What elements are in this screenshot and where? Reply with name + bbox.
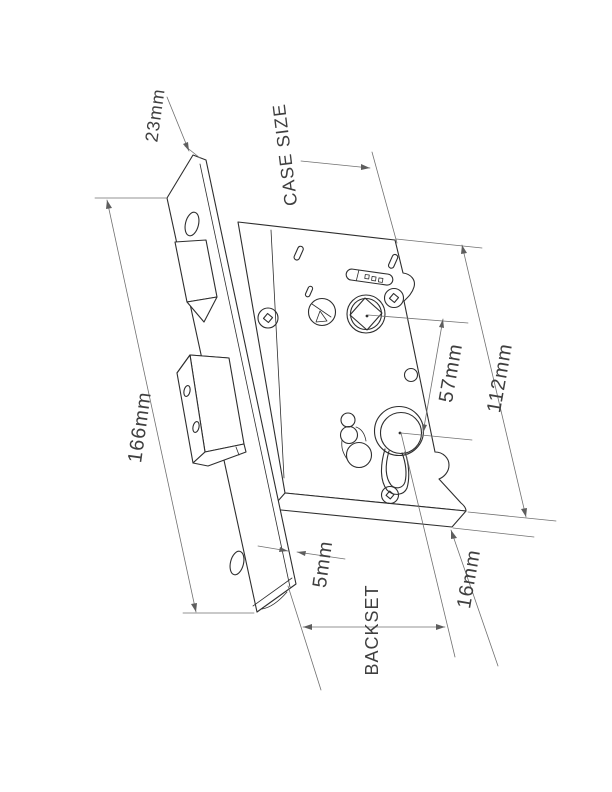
dim-label-case-size: CASE SIZE	[269, 102, 301, 207]
dim-label-112mm: 112mm	[483, 341, 517, 414]
cylinder-centre-leader	[400, 432, 473, 441]
deadbolt	[176, 354, 247, 467]
screw-boss	[257, 307, 279, 329]
dim-label-57mm: 57mm	[435, 342, 467, 404]
dim-label-16mm: 16mm	[453, 548, 485, 610]
dim-label-23mm: 23mm	[141, 87, 168, 143]
screw-boss	[383, 287, 405, 309]
dim-112mm: 112mm	[461, 244, 527, 518]
slot-hole	[387, 253, 399, 269]
faceplate-screw-hole	[229, 550, 245, 576]
follower-centre-leader	[367, 314, 469, 324]
dim-5mm: 5mm	[257, 539, 346, 589]
slot-hole	[293, 245, 304, 261]
dim-16mm: 16mm	[450, 529, 499, 667]
case-face-details	[257, 245, 425, 505]
slot-hole	[304, 285, 314, 298]
dim-label-backset: BACKSET	[362, 584, 382, 675]
dim-case-size: CASE SIZE	[269, 102, 371, 207]
latch-bolt	[174, 239, 218, 323]
round-hole	[403, 367, 419, 383]
dim-57mm: 57mm	[422, 318, 467, 434]
dim-23mm: 23mm	[141, 87, 190, 152]
spindle-follower-hole	[346, 294, 386, 334]
dimension-annotations: 23mm CASE SIZE 166mm 57mm 112mm	[94, 87, 557, 691]
dim-label-166mm: 166mm	[124, 390, 156, 464]
dim-label-5mm: 5mm	[309, 539, 337, 589]
lock-drawing	[166, 154, 467, 613]
dim-backset: BACKSET	[302, 584, 446, 676]
euro-cylinder-cutout	[339, 405, 425, 495]
adjustment-slot	[345, 268, 394, 286]
faceplate-lip-edge	[252, 577, 293, 607]
faceplate-screw-hole	[184, 211, 200, 237]
snib-hole	[307, 297, 337, 327]
lock-case-body	[237, 221, 467, 528]
